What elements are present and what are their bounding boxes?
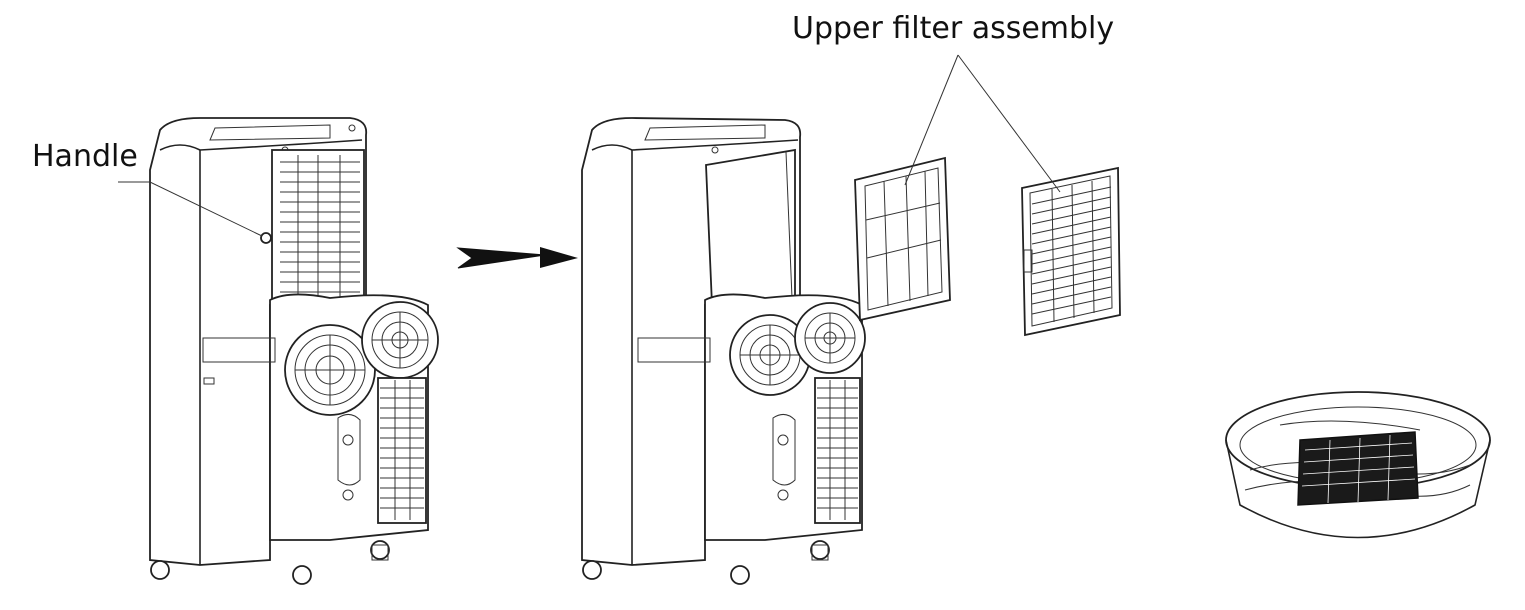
air-conditioner-unit-filter-removed bbox=[581, 117, 866, 585]
lower-grille-2 bbox=[814, 377, 861, 524]
handle-callout: Handle bbox=[32, 139, 263, 237]
rear-grille bbox=[280, 155, 360, 300]
upper-filter-callout: Upper filter assembly bbox=[792, 11, 1114, 193]
wheels bbox=[150, 540, 390, 585]
washing-basin bbox=[1225, 391, 1491, 539]
fan-left bbox=[284, 324, 376, 416]
upper-filter-frame bbox=[854, 156, 951, 322]
handle-knob bbox=[260, 232, 272, 244]
fan-right-2 bbox=[794, 302, 866, 374]
lower-grille bbox=[377, 377, 427, 524]
upper-filter-label: Upper filter assembly bbox=[792, 11, 1114, 46]
wheels-2 bbox=[582, 540, 830, 585]
direction-arrow bbox=[456, 247, 578, 269]
upper-filter-leader-left bbox=[904, 54, 959, 186]
handle-label: Handle bbox=[32, 139, 138, 174]
fan-right bbox=[361, 301, 439, 379]
soaking-filter bbox=[1297, 431, 1419, 506]
upper-filter-leader-right bbox=[957, 54, 1061, 193]
upper-filter-grille bbox=[1021, 166, 1121, 337]
handle-leader-line bbox=[118, 181, 263, 237]
air-conditioner-unit-installed bbox=[149, 117, 439, 585]
